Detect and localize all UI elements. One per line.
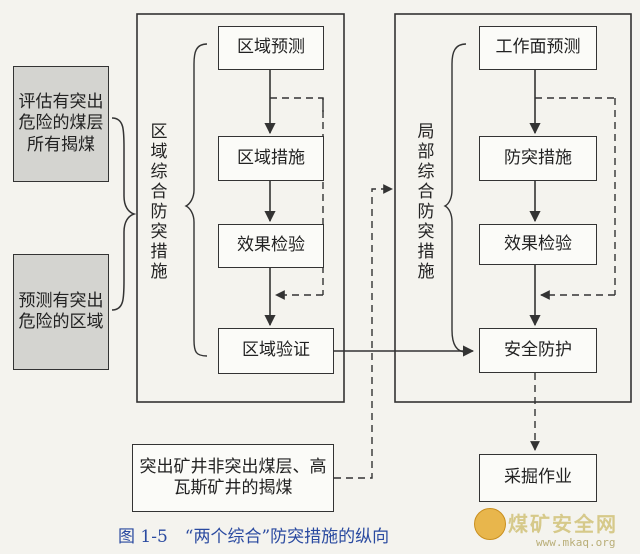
input-assess-box: 评估有突出危险的煤层所有揭煤: [13, 66, 109, 182]
local-measures-box: 防突措施: [479, 136, 597, 181]
regional-measures-text: 区域措施: [237, 147, 305, 168]
local-check-text: 效果检验: [504, 233, 572, 254]
mining-box: 采掘作业: [479, 454, 597, 502]
regional-measures-box: 区域措施: [218, 136, 324, 181]
regional-check-text: 效果检验: [237, 235, 305, 256]
inputs-brace: [111, 117, 137, 311]
watermark: 煤矿安全网 www.mkaq.org: [472, 504, 640, 554]
regional-verify-box: 区域验证: [218, 328, 334, 374]
regional-group-frame: [136, 13, 345, 403]
other-case-text: 突出矿井非突出煤层、高瓦斯矿井的揭煤: [139, 456, 327, 498]
regional-check-box: 效果检验: [218, 224, 324, 268]
local-group-label: 局部综合防突措施: [417, 122, 435, 282]
figure-caption: 图 1-5 “两个综合”防突措施的纵向: [118, 527, 390, 547]
other-case-box: 突出矿井非突出煤层、高瓦斯矿井的揭煤: [132, 444, 334, 512]
local-predict-box: 工作面预测: [479, 26, 597, 70]
watermark-logo-icon: [474, 508, 506, 540]
watermark-name: 煤矿安全网: [508, 512, 618, 536]
input-assess-text: 评估有突出危险的煤层所有揭煤: [18, 92, 104, 155]
input-predict-text: 预测有突出危险的区域: [18, 290, 104, 332]
local-protect-box: 安全防护: [479, 328, 597, 373]
regional-verify-text: 区域验证: [242, 340, 310, 361]
local-brace: [443, 43, 467, 353]
local-protect-text: 安全防护: [504, 339, 572, 360]
regional-predict-box: 区域预测: [218, 26, 324, 70]
regional-dashed-loop-upper: [270, 97, 324, 118]
local-group-frame: [394, 13, 632, 403]
input-predict-box: 预测有突出危险的区域: [13, 254, 109, 370]
local-measures-text: 防突措施: [504, 147, 572, 168]
local-check-box: 效果检验: [479, 224, 597, 265]
local-predict-text: 工作面预测: [495, 37, 581, 58]
watermark-url: www.mkaq.org: [536, 536, 616, 549]
othercase-dashed-path: [334, 184, 393, 479]
mining-text: 采掘作业: [504, 467, 572, 488]
regional-group-label: 区域综合防突措施: [150, 122, 168, 282]
regional-brace: [184, 43, 208, 357]
regional-predict-text: 区域预测: [237, 37, 305, 58]
